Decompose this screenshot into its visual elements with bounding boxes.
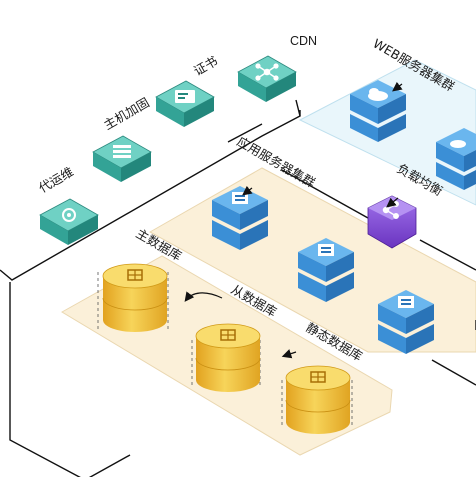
- network-nodes-icon: [255, 63, 279, 81]
- app-server-3[interactable]: [378, 290, 434, 354]
- left-frame-line: [9, 282, 81, 477]
- load-balancer[interactable]: [367, 195, 417, 249]
- label-cdn: CDN: [290, 34, 317, 48]
- network-links: [0, 99, 476, 477]
- web-label-arrow: [392, 81, 403, 92]
- static-db-arrow: [281, 349, 297, 359]
- grid-icon: [220, 329, 236, 341]
- top-right-link: [227, 123, 263, 143]
- label-cert: 证书: [191, 53, 220, 78]
- host-hardening-block[interactable]: [92, 135, 152, 182]
- document-icon: [232, 192, 248, 204]
- web-server-1[interactable]: [350, 80, 406, 142]
- backbone-line: [0, 99, 301, 281]
- cdn-block[interactable]: [237, 55, 297, 102]
- certificate-icon: [175, 90, 195, 103]
- app-server-1[interactable]: [212, 186, 268, 250]
- gear-icon: [62, 208, 76, 222]
- db-bottom-line: [88, 454, 131, 477]
- ops-block[interactable]: [39, 198, 99, 245]
- cloud-upload-icon: [368, 88, 388, 101]
- slave-database[interactable]: [195, 323, 261, 392]
- lb-to-app-link: [281, 169, 369, 219]
- app-server-2[interactable]: [298, 238, 354, 302]
- arrows: [184, 81, 403, 359]
- document-icon: [318, 244, 334, 256]
- right-edge-link: [431, 359, 476, 386]
- certificate-block[interactable]: [155, 80, 215, 127]
- label-ops: 代运维: [36, 164, 76, 196]
- lb-label-arrow: [386, 197, 399, 208]
- app-label-arrow: [242, 185, 253, 196]
- server-rack-icon: [113, 145, 131, 158]
- cloud-upload-icon: [450, 140, 466, 148]
- document-icon: [398, 296, 414, 308]
- web-server-2[interactable]: [436, 128, 476, 190]
- master-database[interactable]: [102, 263, 168, 332]
- grid-icon: [310, 371, 326, 383]
- label-host-hardening: 主机加固: [101, 95, 152, 133]
- static-database[interactable]: [285, 365, 351, 434]
- grid-icon: [127, 269, 143, 281]
- lb-to-right-link: [419, 239, 476, 271]
- slave-db-arrow: [184, 291, 223, 302]
